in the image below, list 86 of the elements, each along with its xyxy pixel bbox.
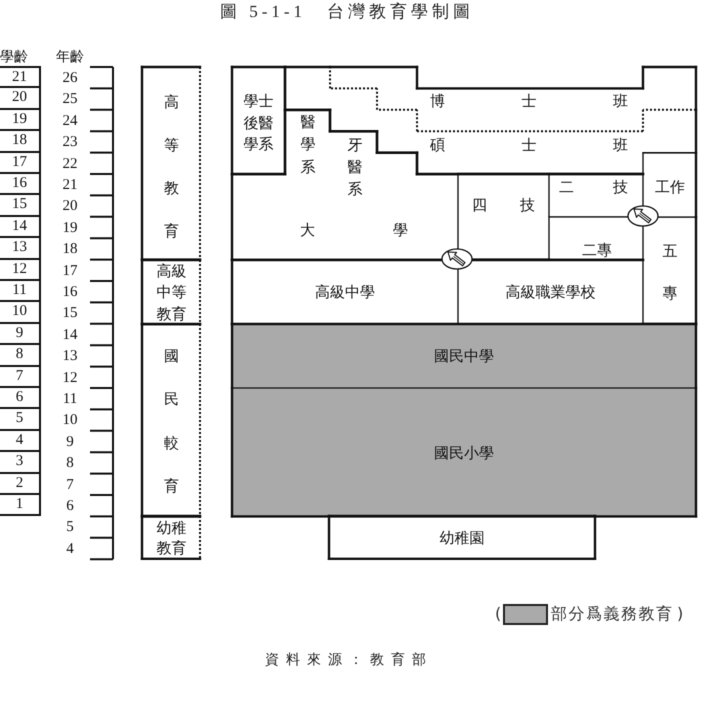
- legend-label: 部分爲義務教育: [551, 603, 674, 625]
- age-number: 14: [62, 326, 78, 344]
- age-number: 16: [62, 283, 78, 301]
- age-number: 26: [62, 69, 78, 87]
- school-stage-label: 五專: [662, 240, 678, 304]
- school-stage-box: [641, 214, 698, 326]
- age-number: 4: [66, 540, 74, 558]
- legend-parenthesis: (: [495, 603, 502, 625]
- school-year-cell: 7: [0, 366, 41, 388]
- education-level-label: 幼稚教育: [156, 518, 187, 558]
- school-year-cell: 18: [0, 131, 41, 153]
- school-year-cell: 19: [0, 110, 41, 132]
- school-stage-box: [456, 172, 551, 262]
- school-stage-box: [547, 172, 645, 219]
- school-year-cell: 1: [0, 495, 41, 516]
- school-stage-label: 幼稚園: [440, 528, 484, 548]
- school-stage-label: 高級中學: [315, 282, 375, 302]
- source-note: 資料來源：教育部: [265, 651, 433, 670]
- school-year-cell: 14: [0, 216, 41, 238]
- school-year-cell: 12: [0, 260, 41, 281]
- school-stage-box: [641, 150, 698, 219]
- school-stage-box: [230, 65, 287, 176]
- age-number: 11: [62, 390, 78, 408]
- school-stage-label: 國民小學: [434, 443, 494, 463]
- education-level-box: [140, 322, 202, 518]
- education-level-label: 高等教育: [164, 92, 180, 242]
- age-number: 21: [62, 176, 78, 194]
- school-stage-label: 博士班: [430, 91, 628, 111]
- age-number: 13: [62, 347, 78, 366]
- age-number: 15: [62, 304, 78, 322]
- school-year-cell: 4: [0, 430, 41, 452]
- school-stage-label: 醫學系: [300, 112, 316, 178]
- school-stage-label: 工作: [655, 176, 685, 197]
- school-stage-label: 碩士班: [430, 135, 628, 155]
- age-number: 25: [62, 90, 78, 108]
- legend-parenthesis: ): [677, 603, 684, 625]
- school-stage-label: 二技: [559, 177, 628, 197]
- education-level-box: [140, 258, 202, 326]
- column-header: 學齡: [0, 48, 28, 66]
- age-number: 6: [66, 497, 74, 515]
- school-stage-label: 牙醫系: [347, 134, 363, 200]
- age-number: 9: [66, 432, 74, 451]
- age-number: 12: [62, 368, 78, 387]
- age-number: 7: [66, 476, 74, 494]
- school-year-cell: 15: [0, 195, 41, 217]
- school-year-cell: 8: [0, 345, 41, 367]
- age-number: 24: [62, 112, 78, 130]
- age-number: 22: [62, 154, 78, 173]
- column-header: 年齡: [56, 48, 84, 66]
- school-stage-label: 四技: [472, 195, 535, 215]
- school-year-cell: 6: [0, 388, 41, 410]
- school-stage-label: 高級職業學校: [506, 282, 596, 302]
- school-stage-label: 大學: [300, 220, 408, 240]
- school-year-cell: 10: [0, 302, 41, 324]
- age-number: 20: [62, 197, 78, 216]
- age-number: 5: [66, 518, 74, 536]
- school-stage-box: [547, 214, 645, 262]
- school-year-cell: 17: [0, 152, 41, 174]
- education-level-label: 國民較育: [164, 346, 180, 497]
- school-stage-label: 學士後醫學系: [243, 91, 274, 155]
- school-stage-box: [456, 258, 645, 326]
- diagram-title: 圖 5-1-1 台灣教育學制圖: [220, 1, 474, 23]
- school-year-cell: 11: [0, 281, 41, 302]
- school-stage-label: 國民中學: [434, 346, 494, 366]
- school-year-cell: 13: [0, 238, 41, 260]
- school-year-cell: 5: [0, 409, 41, 431]
- age-number: 23: [62, 133, 78, 152]
- age-number: 17: [62, 262, 78, 280]
- school-year-cell: 3: [0, 452, 41, 474]
- school-year-cell: 2: [0, 474, 41, 495]
- school-year-cell: 9: [0, 324, 41, 346]
- age-number: 10: [62, 411, 78, 430]
- school-stage-region: [230, 108, 460, 262]
- education-level-box: [140, 65, 202, 262]
- education-level-label: 高級中等教育: [156, 260, 187, 325]
- school-stage-box: [230, 386, 698, 518]
- school-stage-box: [327, 514, 597, 562]
- school-year-cell: 20: [0, 88, 41, 110]
- education-level-box: [140, 514, 202, 562]
- school-year-cell: 21: [0, 66, 41, 88]
- age-number: 18: [62, 240, 78, 258]
- age-number: 8: [66, 454, 74, 472]
- age-number: 19: [62, 218, 78, 237]
- school-stage-label: 二專: [582, 240, 612, 260]
- school-stage-box: [230, 322, 698, 390]
- school-year-cell: 16: [0, 174, 41, 196]
